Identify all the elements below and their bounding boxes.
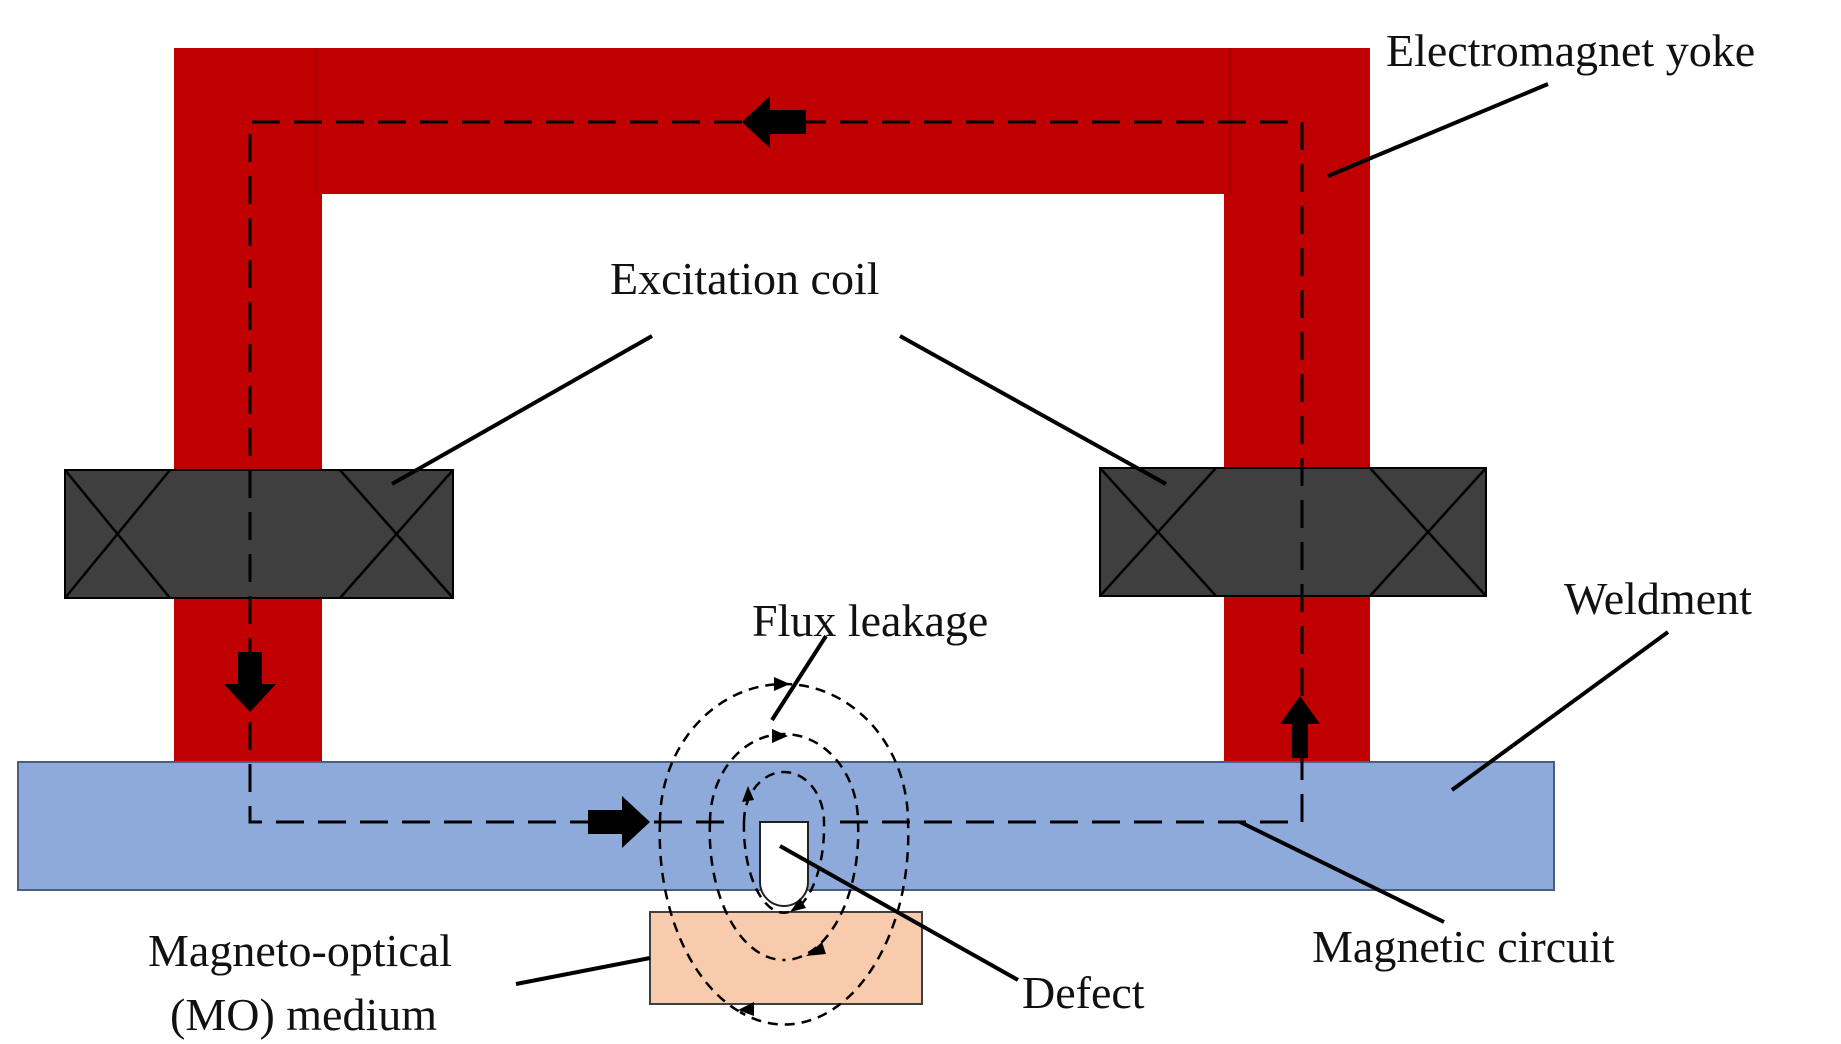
flux-loop-outer-left: [658, 821, 741, 1014]
yoke-right-leg: [1224, 48, 1370, 763]
leader-mo-medium: [515, 956, 651, 986]
label-weldment: Weldment: [1564, 573, 1752, 624]
label-magnetic-circuit: Magnetic circuit: [1312, 921, 1615, 972]
flux-loop-inner-left: [742, 821, 795, 915]
block-arrow-icon: [1280, 696, 1320, 758]
flux-arrowhead: [790, 898, 806, 912]
leader-lines: [391, 82, 1670, 986]
defect-notch: [759, 821, 809, 907]
flux-loop-inner: [742, 770, 826, 912]
leader-magnetic-circuit: [1239, 820, 1445, 924]
excitation-coil-left: [64, 469, 454, 599]
label-magneto-optical-line2: (MO) medium: [170, 989, 437, 1040]
leader-defect: [779, 844, 1019, 982]
leader-coil-right: [899, 334, 1167, 486]
block-arrow-icon: [742, 96, 806, 148]
label-excitation-coil: Excitation coil: [610, 253, 880, 304]
flux-loop-outer: [658, 682, 910, 1026]
flux-arrowhead: [742, 786, 754, 802]
label-flux-leakage: Flux leakage: [752, 595, 988, 646]
leader-yoke: [1327, 82, 1549, 178]
flux-arrowhead: [772, 729, 788, 743]
coil-body: [1099, 467, 1487, 597]
flux-leakage-lines: [658, 677, 910, 1026]
leader-weldment: [1450, 630, 1670, 792]
flux-arrowhead: [806, 942, 826, 956]
coil-body: [64, 469, 454, 599]
magnetic-circuit-path: [248, 120, 1304, 824]
electromagnet-yoke: [174, 48, 1370, 763]
flux-arrowhead: [774, 677, 790, 691]
flux-arrowhead: [738, 1002, 754, 1016]
flux-loop-mid: [708, 732, 860, 962]
label-defect: Defect: [1022, 967, 1145, 1018]
yoke-left-leg: [174, 48, 322, 763]
excitation-coil-right: [1099, 467, 1487, 597]
label-magneto-optical-line1: Magneto-optical: [148, 925, 452, 976]
leader-flux-leakage: [770, 634, 828, 722]
leader-coil-left: [391, 334, 653, 486]
label-electromagnet-yoke: Electromagnet yoke: [1386, 25, 1755, 76]
block-arrow-icon: [224, 652, 276, 712]
block-arrow-icon: [588, 796, 650, 848]
flow-arrows: [224, 96, 1320, 848]
flux-loop-mid-left: [708, 821, 785, 962]
mo-medium: [649, 911, 923, 1005]
